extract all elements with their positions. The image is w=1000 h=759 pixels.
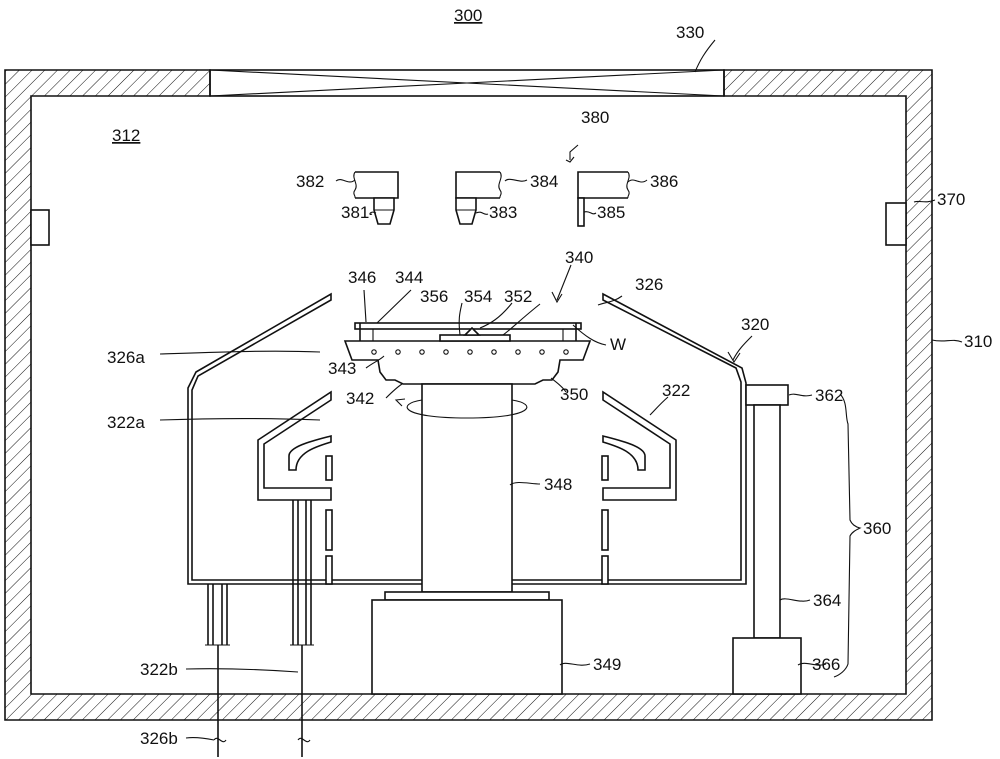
label-343: 343 [328,359,356,378]
label-384: 384 [530,172,558,191]
top-window [210,70,724,96]
spin-head [345,323,590,592]
label-385: 385 [597,203,625,222]
label-310: 310 [964,332,992,351]
label-320: 320 [741,315,769,334]
label-322: 322 [662,381,690,400]
label-326a: 326a [107,348,145,367]
label-w: W [610,335,626,354]
label-380: 380 [581,108,609,127]
label-350: 350 [560,385,588,404]
label-366: 366 [812,655,840,674]
motor-base [385,592,549,600]
label-352: 352 [504,287,532,306]
label-326: 326 [635,275,663,294]
label-300: 300 [454,6,482,25]
label-342: 342 [346,389,374,408]
label-326b: 326b [140,729,178,748]
label-348: 348 [544,475,572,494]
label-360: 360 [863,519,891,538]
label-370: 370 [937,190,965,209]
label-383: 383 [489,203,517,222]
label-340: 340 [565,248,593,267]
label-344: 344 [395,268,423,287]
label-330: 330 [676,23,704,42]
motor-body [372,600,562,694]
label-356: 356 [420,287,448,306]
label-364: 364 [813,591,841,610]
label-354: 354 [464,287,492,306]
label-349: 349 [593,655,621,674]
right-sensor [886,203,906,245]
label-381: 381 [341,203,369,222]
label-312: 312 [112,126,140,145]
label-362: 362 [815,386,843,405]
label-346: 346 [348,268,376,287]
label-382: 382 [296,172,324,191]
label-322b: 322b [140,660,178,679]
label-322a: 322a [107,413,145,432]
label-386: 386 [650,172,678,191]
left-sensor [31,210,49,245]
